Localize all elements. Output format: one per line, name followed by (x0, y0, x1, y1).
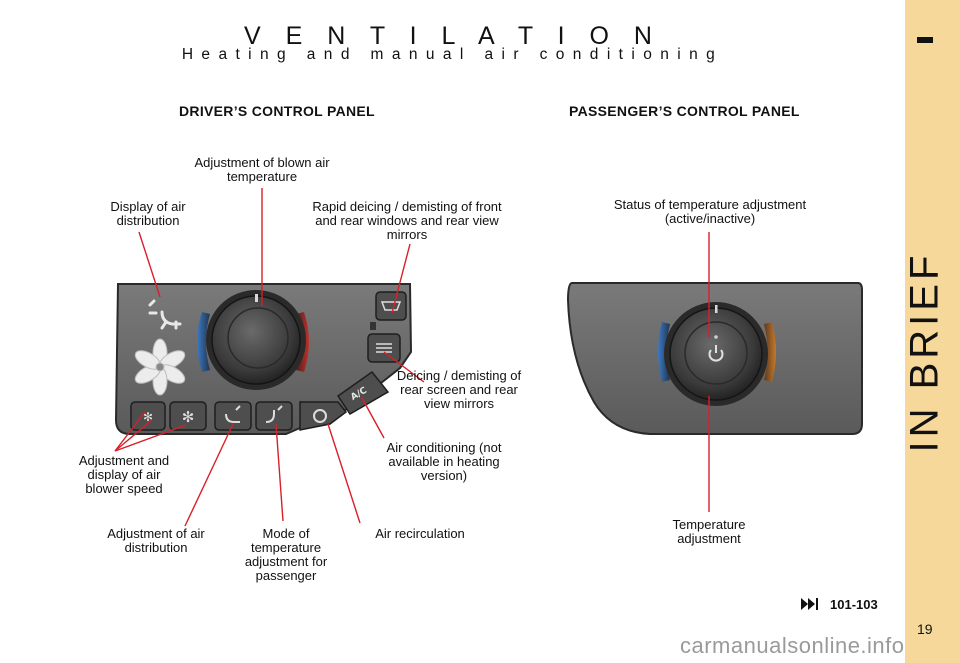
page-reference-icon (801, 598, 818, 610)
svg-text:✻: ✻ (143, 410, 153, 424)
label-blower-speed: Adjustment and display of air blower spe… (78, 453, 170, 496)
cold-indicator (197, 312, 210, 372)
passenger-panel-heading: PASSENGER’S CONTROL PANEL (569, 103, 800, 119)
fan-increase-button[interactable]: ✻ (169, 401, 207, 431)
label-temperature-adjustment: Temperature adjustment (672, 517, 746, 546)
label-air-recirculation: Air recirculation (375, 526, 465, 541)
page-number: 19 (917, 621, 933, 637)
fan-decrease-button[interactable]: ✻ (130, 401, 166, 431)
watermark: carmanualsonline.info (680, 633, 905, 658)
svg-text:✻: ✻ (182, 408, 195, 426)
section-marker (917, 37, 933, 43)
label-temperature-status: Status of temperature adjustment (active… (613, 197, 807, 226)
leader-lines (114, 188, 710, 527)
label-blown-air-temperature: Adjustment of blown air temperature (194, 155, 330, 184)
passenger-mode-button[interactable] (255, 401, 293, 431)
label-rear-deicing: Deicing / demisting of rear screen and r… (396, 368, 522, 411)
label-rapid-deicing: Rapid deicing / demisting of front and r… (312, 199, 502, 242)
driver-control-panel: ✻ ✻ A/C (114, 283, 413, 435)
passenger-hot-indicator (764, 322, 776, 382)
label-air-distribution: Adjustment of air distribution (107, 526, 205, 555)
page-subtitle: Heating and manual air conditioning (181, 46, 724, 63)
recirculation-button[interactable] (299, 401, 348, 431)
rear-demist-button[interactable] (367, 333, 401, 363)
air-distribution-display-icon (148, 299, 182, 330)
passenger-control-panel (566, 282, 863, 435)
page-title: V E N T I L A T I O N (244, 22, 661, 50)
page-reference: 101-103 (830, 597, 878, 612)
label-air-distribution-display: Display of air distribution (110, 199, 186, 228)
fan-speed-icon (134, 338, 186, 396)
ac-button[interactable]: A/C (336, 370, 390, 416)
label-passenger-mode: Mode of temperature adjustment for passe… (244, 526, 328, 583)
status-led (714, 335, 718, 339)
air-distribution-button[interactable] (214, 401, 252, 431)
driver-panel-heading: DRIVER’S CONTROL PANEL (179, 103, 375, 119)
label-air-conditioning: Air conditioning (not available in heati… (386, 440, 502, 483)
rapid-deicing-button[interactable] (375, 291, 407, 321)
side-tab (905, 0, 960, 663)
power-icon (708, 345, 724, 362)
